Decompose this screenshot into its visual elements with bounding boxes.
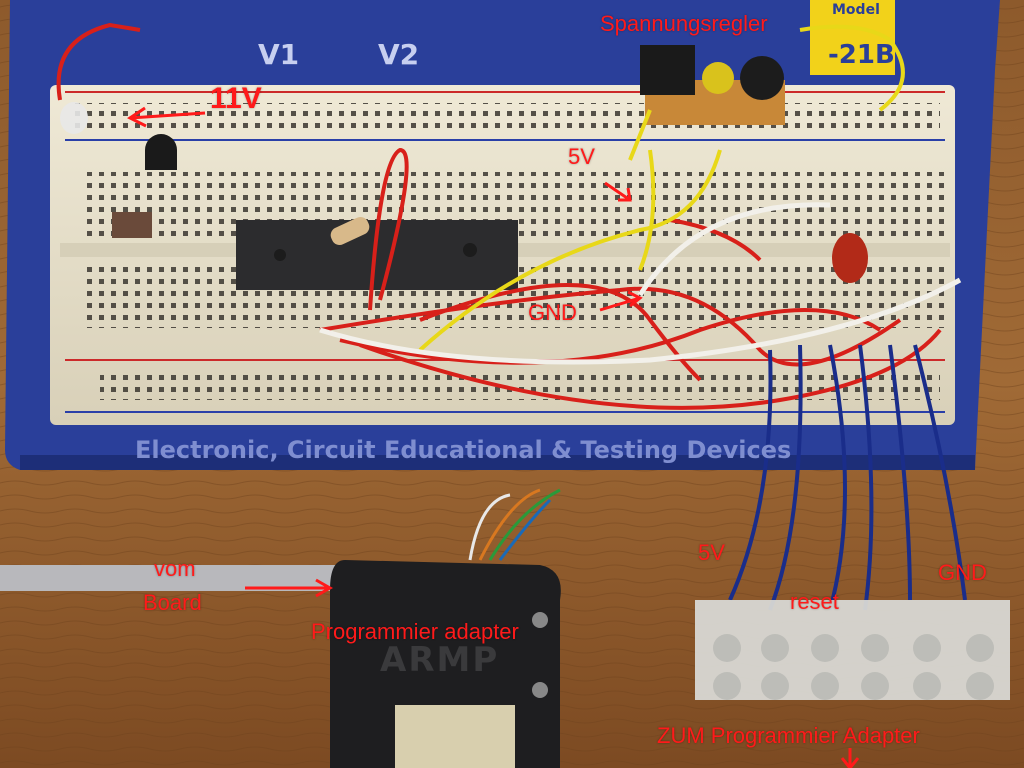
model-number: -21B	[828, 40, 895, 70]
annotation-gnd-top: GND	[528, 300, 577, 325]
v2-label: V2	[378, 38, 420, 71]
v1-label: V1	[258, 38, 300, 71]
annotation-arrows	[127, 106, 860, 768]
annotation-spannungsregler: Spannungsregler	[600, 11, 768, 36]
capacitor-yellow	[702, 62, 734, 94]
red-wires	[56, 22, 942, 410]
annotation-gnd-bottom: GND	[938, 560, 987, 585]
blue-wires	[728, 344, 967, 611]
model-badge	[810, 0, 895, 75]
adapter-brand: ARMP	[380, 640, 500, 680]
top-rail-holes	[70, 103, 940, 129]
capacitor-black	[740, 56, 784, 100]
annotation-board: Board	[143, 590, 202, 615]
regulator-chip	[640, 45, 695, 95]
annotation-5v-top: 5V	[568, 144, 595, 169]
annotation-programmier-adapter: Programmier adapter	[311, 619, 519, 644]
adapter-wire-bundle	[468, 488, 561, 561]
yellow-wires	[418, 24, 905, 352]
transistor	[145, 134, 177, 170]
terminal-blocks	[695, 600, 1010, 700]
annotation-zum-adapter: ZUM Programmier Adapter	[657, 723, 920, 748]
adapter-label-sticker	[395, 705, 515, 768]
white-wires	[319, 202, 962, 365]
led	[60, 102, 88, 134]
small-capacitor	[112, 212, 152, 238]
blue-baseboard-edge	[20, 455, 975, 470]
annotation-reset: reset	[790, 589, 839, 614]
red-capacitor	[832, 233, 868, 283]
annotation-vom: vom	[154, 556, 196, 581]
annotation-11v: 11V	[210, 82, 262, 115]
model-badge-label: Model	[832, 2, 880, 18]
resistor	[330, 217, 370, 245]
bottom-rail-holes	[100, 372, 940, 400]
annotation-5v-bottom: 5V	[698, 540, 725, 565]
baseboard-imprint: Electronic, Circuit Educational & Testin…	[135, 436, 792, 464]
